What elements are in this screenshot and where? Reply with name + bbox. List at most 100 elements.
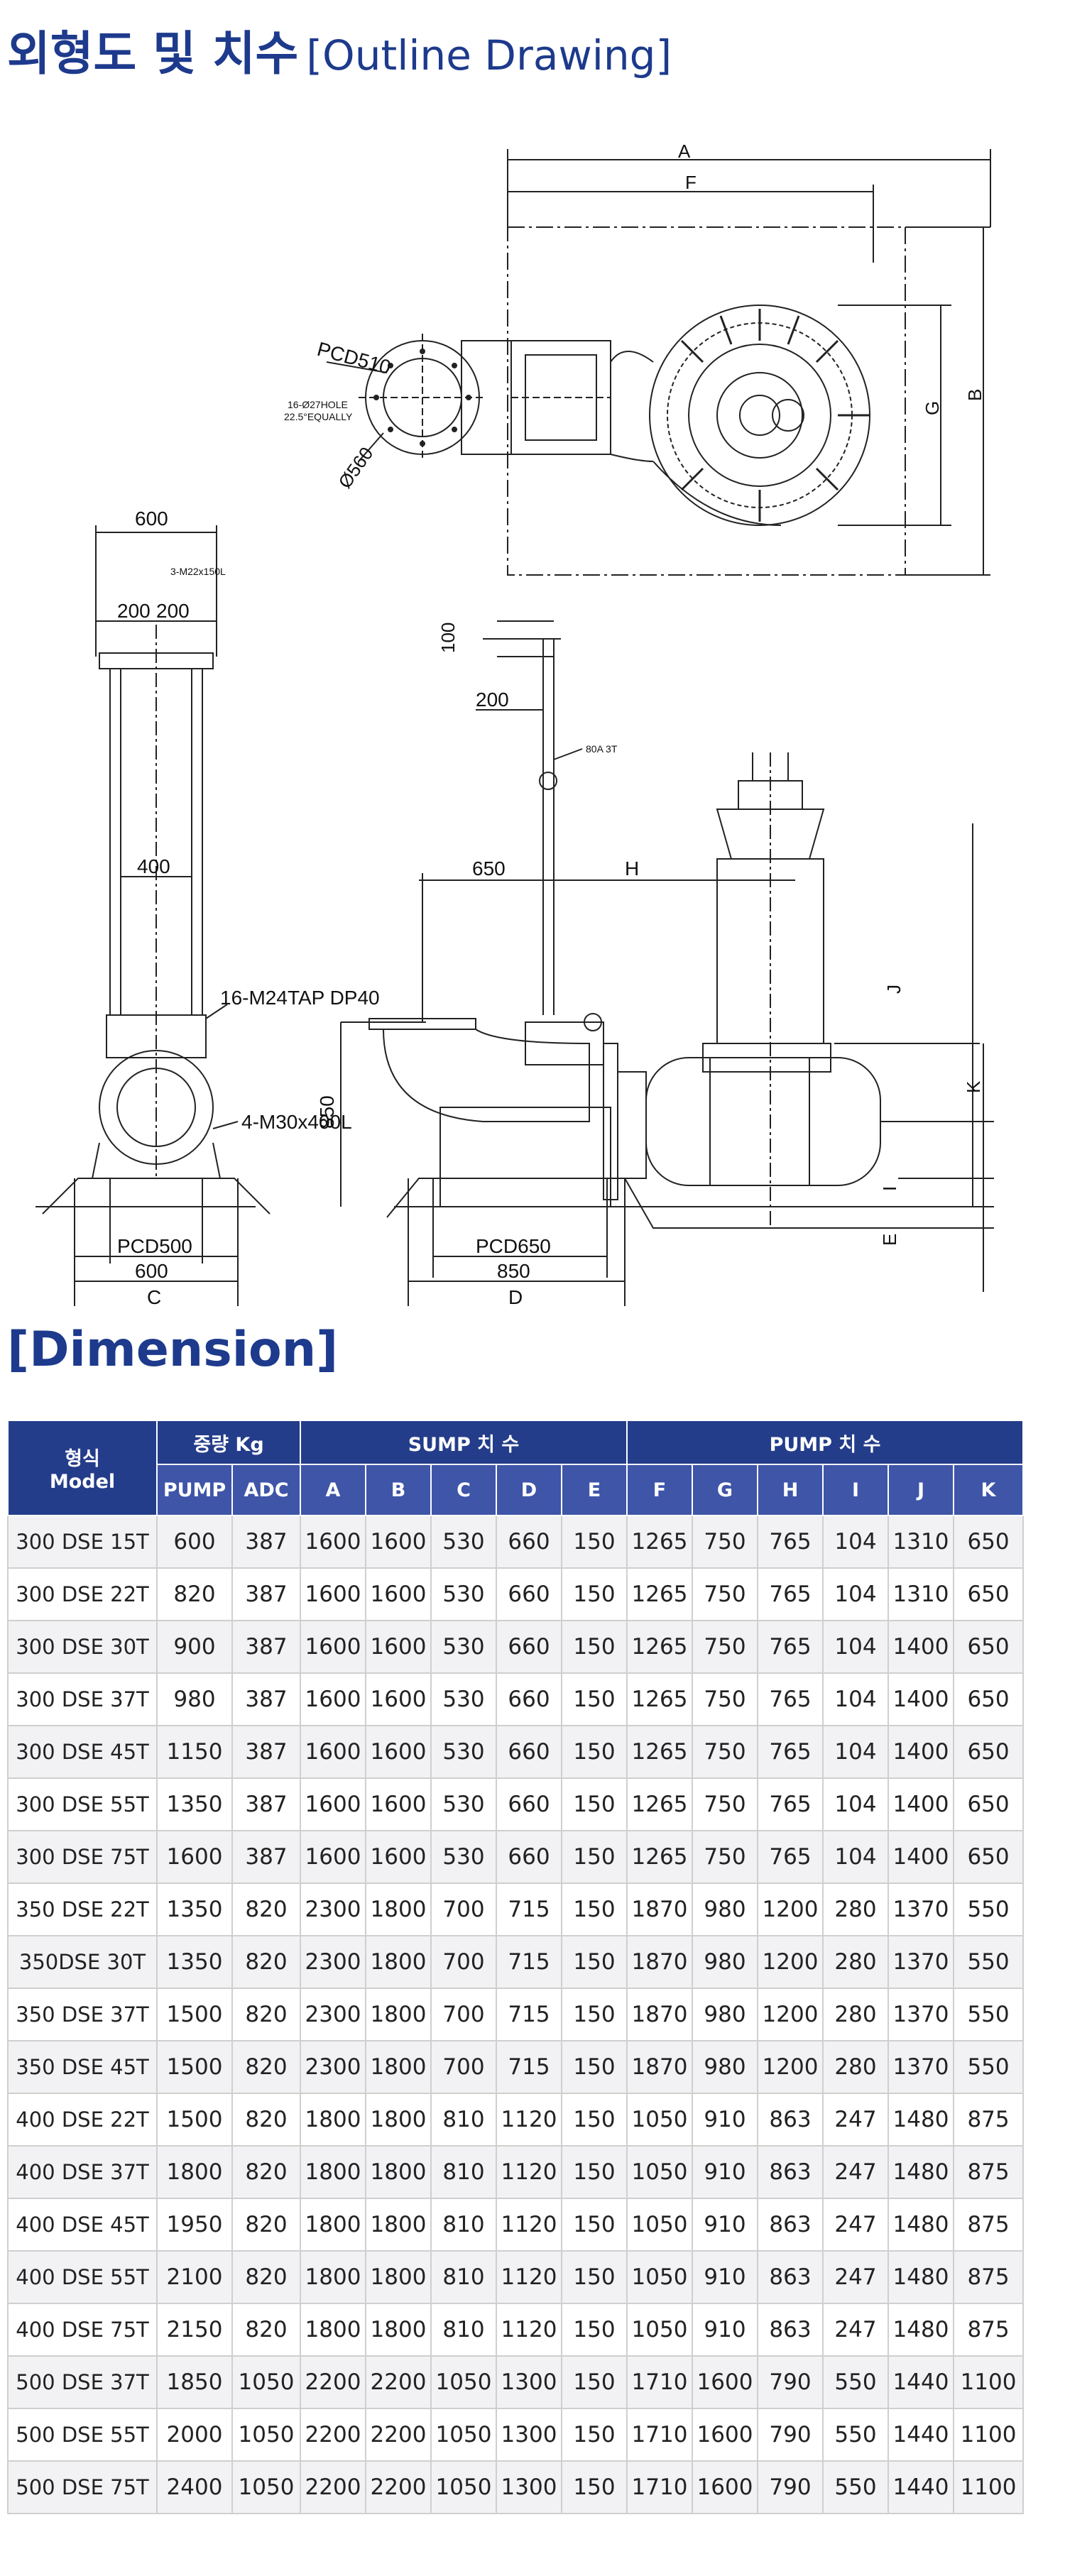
left-200-a: 200 [117,600,151,622]
value-cell: 1440 [888,2460,954,2514]
value-cell: 387 [231,1777,301,1831]
value-cell: 1265 [626,1725,693,1779]
value-cell: 875 [952,2250,1025,2304]
value-cell: 2200 [365,2355,432,2409]
value-cell: 863 [757,2198,824,2252]
value-cell: 700 [430,1988,497,2041]
value-cell: 790 [757,2460,824,2514]
value-cell: 875 [952,2303,1025,2357]
value-cell: 820 [231,1988,301,2041]
value-cell: 820 [231,2093,301,2147]
value-cell: 1200 [757,1882,824,1936]
column-header: J [888,1464,954,1516]
value-cell: 863 [757,2303,824,2357]
value-cell: 1800 [365,2303,432,2357]
column-header: E [561,1464,628,1516]
value-cell: 1120 [496,2250,562,2304]
value-cell: 980 [692,1935,758,1989]
dim-200-label: 200 [476,689,509,711]
value-cell: 700 [430,1882,497,1936]
value-cell: 1050 [626,2303,693,2357]
value-cell: 1600 [300,1515,366,1569]
value-cell: 1265 [626,1567,693,1621]
value-cell: 750 [692,1830,758,1884]
value-cell: 387 [231,1567,301,1621]
value-cell: 910 [692,2145,758,2199]
value-cell: 104 [822,1672,889,1726]
value-cell: 1265 [626,1830,693,1884]
value-cell: 2400 [156,2460,233,2514]
value-cell: 810 [430,2198,497,2252]
value-cell: 550 [822,2408,889,2462]
dim-850-bottom: 850 [497,1260,530,1282]
value-cell: 280 [822,2040,889,2094]
value-cell: 820 [231,1882,301,1936]
value-cell: 1480 [888,2145,954,2199]
value-cell: 863 [757,2145,824,2199]
pipe-80a-label: 80A 3T [586,743,618,755]
value-cell: 1440 [888,2355,954,2409]
value-cell: 1310 [888,1515,954,1569]
column-header: K [952,1464,1025,1516]
dim-i-label: I [879,1186,900,1191]
value-cell: 750 [692,1515,758,1569]
value-cell: 750 [692,1620,758,1674]
model-cell: 400 DSE 45T [7,2198,158,2252]
value-cell: 820 [231,2145,301,2199]
value-cell: 1600 [300,1830,366,1884]
value-cell: 715 [496,2040,562,2094]
title-english: [Outline Drawing] [306,31,672,80]
value-cell: 875 [952,2145,1025,2199]
sump-header: SUMP 치 수 [300,1420,628,1465]
value-cell: 715 [496,1935,562,1989]
value-cell: 650 [952,1620,1025,1674]
value-cell: 1600 [365,1725,432,1779]
value-cell: 150 [561,1515,628,1569]
outline-drawing: A F G B PCD510 16-Ø27HOLE 22.5°EQUALLY Ø… [36,141,994,1308]
value-cell: 387 [231,1725,301,1779]
value-cell: 910 [692,2198,758,2252]
value-cell: 550 [822,2355,889,2409]
value-cell: 820 [231,2303,301,2357]
value-cell: 980 [692,1882,758,1936]
value-cell: 1850 [156,2355,233,2409]
value-cell: 150 [561,1882,628,1936]
bolt-m22-label: 3-M22x150L [170,566,226,577]
value-cell: 765 [757,1725,824,1779]
dia560-label: Ø560 [334,443,377,492]
value-cell: 660 [496,1672,562,1726]
value-cell: 530 [430,1672,497,1726]
value-cell: 700 [430,2040,497,2094]
equally-label: 22.5°EQUALLY [284,411,353,422]
dimension-title: [Dimension] [7,1322,339,1378]
value-cell: 980 [692,2040,758,2094]
value-cell: 1200 [757,1935,824,1989]
pcd650-label: PCD650 [476,1235,551,1257]
value-cell: 387 [231,1672,301,1726]
value-cell: 1800 [156,2145,233,2199]
value-cell: 650 [952,1515,1025,1569]
value-cell: 150 [561,2303,628,2357]
value-cell: 530 [430,1515,497,1569]
value-cell: 1600 [300,1672,366,1726]
value-cell: 863 [757,2093,824,2147]
value-cell: 247 [822,2093,889,2147]
value-cell: 810 [430,2145,497,2199]
value-cell: 980 [692,1988,758,2041]
value-cell: 104 [822,1567,889,1621]
top-plan-view [326,149,991,576]
value-cell: 550 [952,1935,1025,1989]
value-cell: 1200 [757,2040,824,2094]
dim-a-label: A [678,141,691,162]
value-cell: 1370 [888,1882,954,1936]
